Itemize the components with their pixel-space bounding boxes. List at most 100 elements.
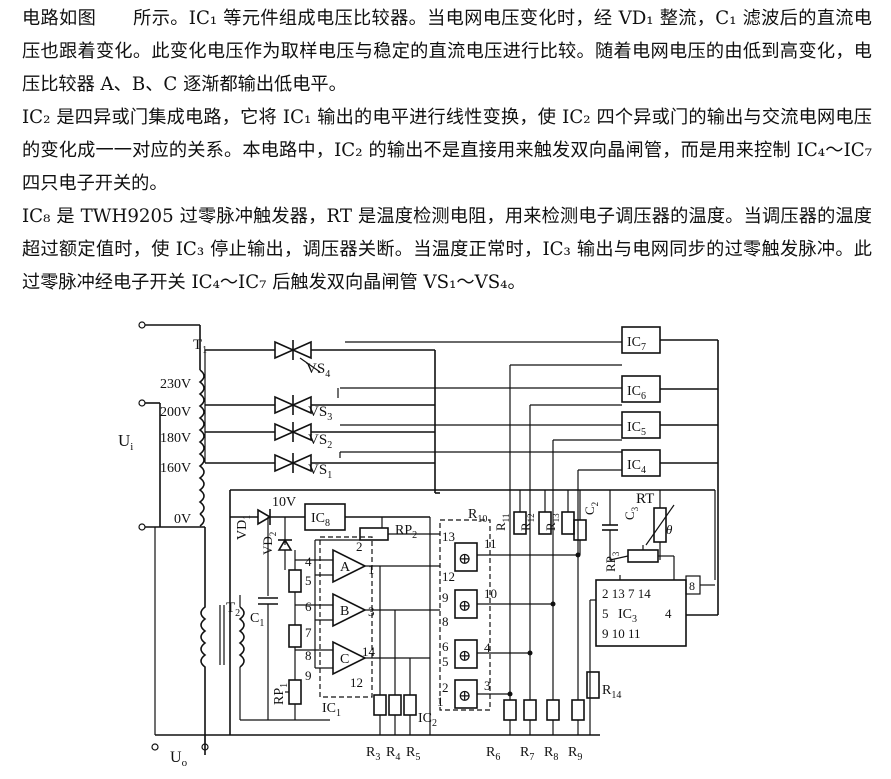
r10-label: R10 xyxy=(468,507,487,525)
thyristor-vs4: VS4 xyxy=(274,340,435,380)
svg-text:⊕: ⊕ xyxy=(458,551,471,568)
rp2-label: RP2 xyxy=(395,523,417,541)
thyristor-vs1: VS1 xyxy=(274,453,435,481)
svg-text:IC3: IC3 xyxy=(618,607,637,625)
svg-text:⊕: ⊕ xyxy=(458,598,471,615)
xor-gate-3 xyxy=(454,639,478,669)
label-r6: R6 xyxy=(486,745,500,763)
svg-text:A: A xyxy=(340,560,351,575)
svg-text:11: 11 xyxy=(484,536,497,551)
svg-text:1: 1 xyxy=(368,562,375,577)
svg-text:6: 6 xyxy=(442,639,449,654)
comparator-c xyxy=(332,640,367,676)
t1-winding xyxy=(198,369,205,515)
ic2-boundary xyxy=(439,519,491,711)
tap-0v: 0V xyxy=(174,512,191,527)
svg-text:4: 4 xyxy=(484,640,491,655)
voltage-10v: 10V xyxy=(272,495,296,510)
c3-label: C3 xyxy=(622,506,640,520)
svg-text:IC7: IC7 xyxy=(627,335,646,353)
svg-text:R11: R11 xyxy=(493,514,511,531)
rectifier-section: 10V VD1 IC8 VD2 xyxy=(230,495,430,570)
svg-text:9: 9 xyxy=(442,590,449,605)
t2-secondary xyxy=(238,606,245,668)
svg-text:10: 10 xyxy=(484,586,497,601)
svg-text:IC5: IC5 xyxy=(627,420,646,438)
svg-text:12: 12 xyxy=(442,569,455,584)
ic2-section: IC2 R10 ⊕ ⊕ ⊕ ⊕ 13 12 9 8 6 5 2 11 10 4 … xyxy=(418,507,581,735)
svg-text:VS2: VS2 xyxy=(308,432,332,451)
ic3-box xyxy=(595,579,687,647)
thyristor-bank: VS4 VS3 VS2 VS1 xyxy=(204,340,440,494)
switch-resistors xyxy=(503,699,585,735)
svg-text:⊕: ⊕ xyxy=(458,648,471,665)
input-voltage-label: Ui xyxy=(118,431,133,453)
comparator-a xyxy=(332,548,367,584)
svg-text:VS3: VS3 xyxy=(308,404,332,423)
svg-text:5: 5 xyxy=(442,654,449,669)
xor-gate-1 xyxy=(454,542,478,572)
svg-text:R13: R13 xyxy=(543,513,561,531)
paragraph-2: IC₂ 是四异或门集成电路，它将 IC₁ 输出的电平进行线性变换，使 IC₂ 四… xyxy=(22,107,872,194)
svg-text:VS4: VS4 xyxy=(306,361,330,380)
pullup-resistors: R11 R12 R13 C2 xyxy=(493,490,600,555)
tap-180v: 180V xyxy=(160,431,191,446)
rp3-label: RP3 xyxy=(603,551,621,572)
svg-text:6: 6 xyxy=(305,599,312,614)
comparator-b xyxy=(332,592,367,628)
svg-text:B: B xyxy=(340,604,349,619)
gate-wiring xyxy=(337,341,622,458)
svg-text:IC8: IC8 xyxy=(311,511,330,529)
ic3-section: C3 θ RT RP3 2 13 7 14 5 IC3 4 9 10 11 8 … xyxy=(586,490,715,735)
tap-230v: 230V xyxy=(160,377,191,392)
svg-text:⊕: ⊕ xyxy=(458,688,471,705)
t2-label: T2 xyxy=(226,600,240,619)
r14-label: R14 xyxy=(602,683,621,701)
svg-text:8: 8 xyxy=(689,579,695,593)
label-r4: R4 xyxy=(386,745,400,763)
paragraph-3: IC₈ 是 TWH9205 过零脉冲触发器，RT 是温度检测电阻，用来检测电子调… xyxy=(22,206,872,293)
svg-text:8: 8 xyxy=(442,614,449,629)
rp1-label: RP1 xyxy=(272,683,290,705)
svg-text:4: 4 xyxy=(665,606,672,621)
svg-text:4: 4 xyxy=(305,554,312,569)
svg-text:C: C xyxy=(340,652,349,667)
ic2-label: IC2 xyxy=(418,711,437,729)
output-voltage-label: Uo xyxy=(170,749,188,769)
svg-text:5: 5 xyxy=(602,606,609,621)
label-r3: R3 xyxy=(366,745,380,763)
label-r5: R5 xyxy=(406,745,420,763)
ic1-section: RP1 RP2 IC1 A B C 4 5 6 7 8 9 2 1 3 xyxy=(272,517,440,735)
paragraph-1: 电路如图 所示。IC₁ 等元件组成电压比较器。当电网电压变化时，经 VD₁ 整流… xyxy=(22,8,872,95)
c1-label: C1 xyxy=(250,611,264,629)
rt-label: RT xyxy=(636,491,654,507)
svg-text:5: 5 xyxy=(305,573,312,588)
vd2-label: VD2 xyxy=(260,532,278,555)
svg-text:2: 2 xyxy=(356,539,363,554)
vd1-label: VD1 xyxy=(235,515,253,540)
svg-text:R12: R12 xyxy=(518,513,536,531)
svg-text:13: 13 xyxy=(442,529,455,544)
svg-text:12: 12 xyxy=(350,675,363,690)
ic1-label: IC1 xyxy=(322,701,341,719)
svg-text:C2: C2 xyxy=(582,502,600,515)
svg-text:7: 7 xyxy=(305,625,312,640)
svg-text:VS1: VS1 xyxy=(308,462,332,481)
svg-text:3: 3 xyxy=(484,678,491,693)
tap-200v: 200V xyxy=(160,405,191,420)
svg-text:9: 9 xyxy=(305,668,312,683)
svg-text:8: 8 xyxy=(305,648,312,663)
label-r9: R9 xyxy=(568,745,582,763)
supply-rail xyxy=(229,489,716,735)
thyristor-vs2: VS2 xyxy=(274,422,435,451)
t2-primary xyxy=(200,527,207,755)
t2-section: T2 C1 xyxy=(200,517,330,755)
ic1-boundary xyxy=(319,536,373,698)
svg-text:9 10 11: 9 10 11 xyxy=(602,626,641,641)
tap-160v: 160V xyxy=(160,461,191,476)
svg-text:1: 1 xyxy=(437,694,444,709)
svg-text:2: 2 xyxy=(442,680,449,695)
ground-rail: Uo R3 R4 R5 R6 R7 R8 R9 xyxy=(151,527,600,769)
svg-text:2 13 7 14: 2 13 7 14 xyxy=(602,586,651,601)
